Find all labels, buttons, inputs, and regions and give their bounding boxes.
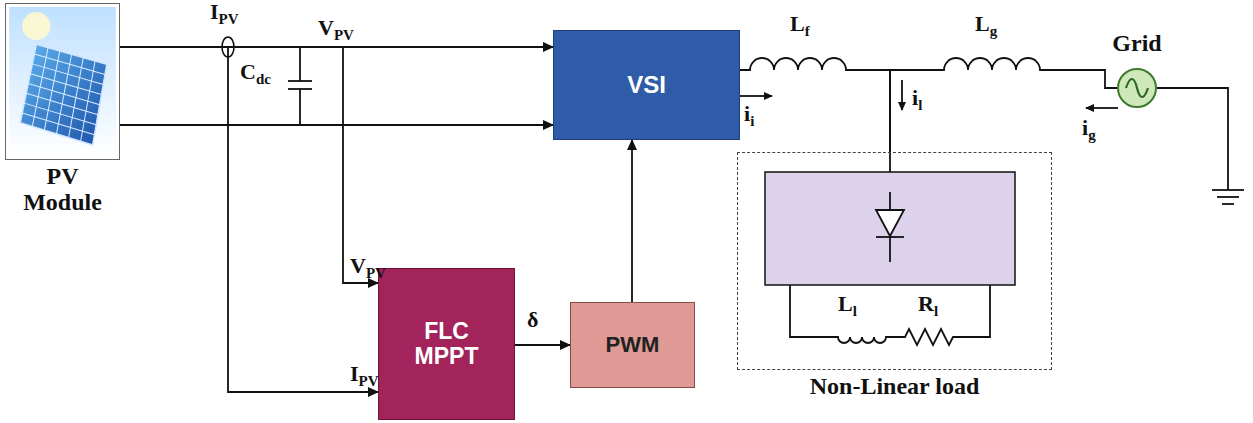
wire-connector bbox=[890, 58, 1117, 152]
current-arrow bbox=[1086, 107, 1118, 109]
current-arrow bbox=[901, 80, 903, 110]
wire-connector bbox=[631, 140, 633, 302]
node-label: FLC MPPT bbox=[407, 319, 487, 370]
wire bbox=[889, 152, 891, 172]
rectifier-box bbox=[765, 172, 1015, 285]
node-label: Non-Linear load bbox=[810, 373, 980, 399]
pv-module: PV Module bbox=[5, 3, 120, 160]
signal-label: Rl bbox=[918, 292, 938, 320]
edge-label: VPV bbox=[350, 254, 386, 282]
inverter-box: VSI bbox=[553, 30, 740, 140]
node-label: PV Module bbox=[13, 163, 113, 216]
wire-connector bbox=[120, 124, 553, 126]
signal-label: VPV bbox=[318, 16, 354, 44]
pwm-block: PWM bbox=[570, 302, 695, 388]
load-region: Non-Linear load bbox=[737, 152, 1052, 370]
current-arrow bbox=[740, 95, 772, 97]
diode-symbol bbox=[876, 192, 904, 262]
sine-symbol bbox=[1119, 70, 1155, 106]
ground-symbol bbox=[1157, 88, 1244, 204]
node-label: PWM bbox=[606, 333, 660, 357]
edge-label: IPV bbox=[350, 362, 379, 390]
node-label: Grid bbox=[1112, 30, 1161, 56]
signal-label: Lg bbox=[975, 12, 997, 40]
signal-label: il bbox=[912, 86, 922, 114]
wire-connector bbox=[740, 58, 890, 152]
wire-connector bbox=[120, 47, 378, 392]
edge-label: δ bbox=[527, 308, 538, 332]
signal-label: ii bbox=[744, 102, 754, 130]
solar-panel-icon bbox=[6, 4, 119, 159]
signal-label: Cdc bbox=[240, 60, 271, 88]
signal-label: IPV bbox=[210, 0, 239, 28]
wire-connector bbox=[120, 47, 378, 283]
node-label: VSI bbox=[627, 72, 666, 98]
signal-label: Lf bbox=[790, 12, 810, 40]
signal-label: Ll bbox=[838, 292, 857, 320]
rl-load-wiring bbox=[790, 285, 990, 345]
wire-connector bbox=[515, 344, 570, 346]
signal-label: ig bbox=[1082, 116, 1096, 144]
capacitor-symbol bbox=[288, 47, 312, 125]
mppt-controller: FLC MPPT bbox=[378, 268, 515, 420]
grid-source: Grid bbox=[1117, 68, 1157, 108]
